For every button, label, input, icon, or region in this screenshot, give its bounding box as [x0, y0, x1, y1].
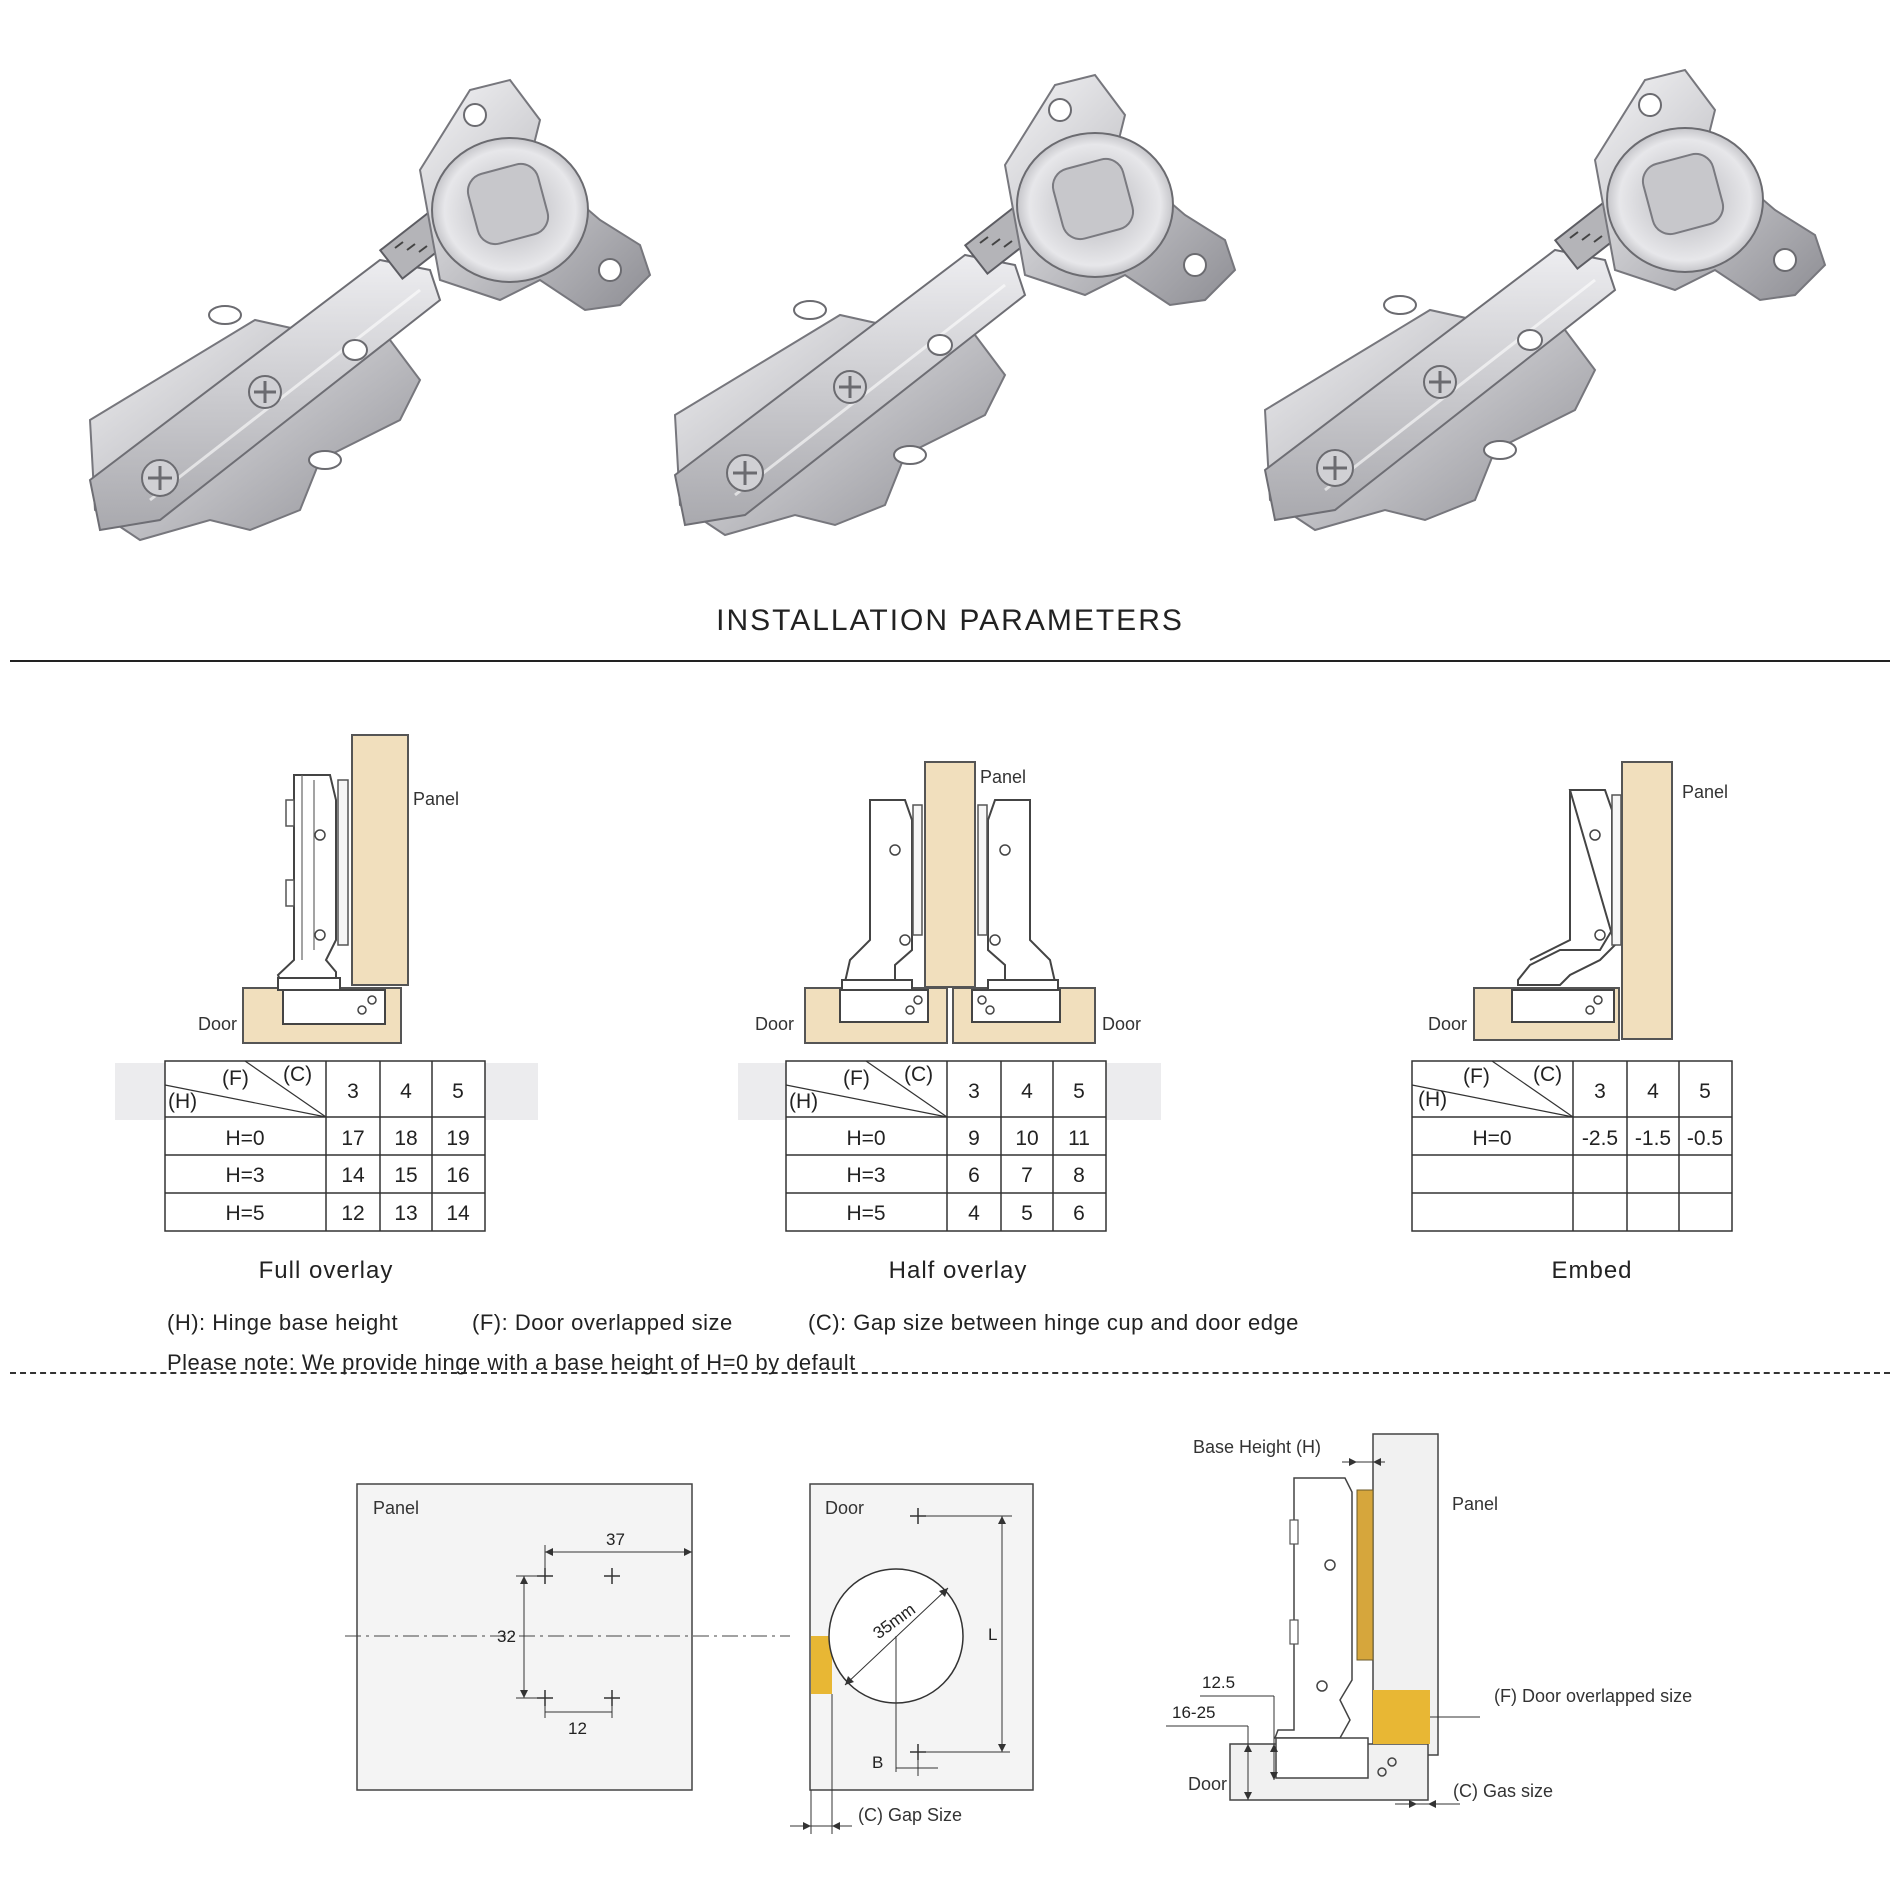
overlap-size-label: (F) Door overlapped size [1494, 1686, 1692, 1706]
panel-label: Panel [1682, 782, 1728, 802]
col-header: 4 [1021, 1080, 1033, 1103]
table-cell: 6 [1073, 1202, 1085, 1225]
panel-label: Panel [980, 767, 1026, 787]
row-label: H=3 [846, 1164, 885, 1187]
table-cell: 11 [1068, 1127, 1090, 1150]
table-cell: -1.5 [1635, 1127, 1671, 1150]
table-cell: -2.5 [1582, 1127, 1618, 1150]
legend-c: (C): Gap size between hinge cup and door… [808, 1310, 1299, 1335]
header-c: (C) [904, 1063, 933, 1086]
table-cell: 4 [968, 1202, 980, 1225]
caption-half-overlay: Half overlay [889, 1257, 1028, 1284]
section-door-label: Door [1188, 1774, 1227, 1794]
table-cell: 8 [1073, 1164, 1085, 1187]
table-cell: 14 [341, 1164, 365, 1187]
table-cell: 18 [394, 1127, 417, 1150]
header-f: (F) [222, 1067, 249, 1090]
caption-full-overlay: Full overlay [259, 1257, 394, 1284]
row-label: H=5 [225, 1202, 264, 1225]
row-label: H=5 [846, 1202, 885, 1225]
dim-L: L [988, 1625, 997, 1644]
row-label: H=0 [225, 1127, 264, 1150]
door-label-right: Door [1102, 1014, 1141, 1034]
header-h: (H) [1418, 1088, 1447, 1111]
table-cell: 17 [341, 1127, 364, 1150]
row-label: H=0 [1472, 1127, 1511, 1150]
panel-label: Panel [413, 789, 459, 809]
door-box-label: Door [825, 1498, 864, 1518]
title-divider [10, 660, 1890, 662]
dim-12-5: 12.5 [1202, 1673, 1235, 1692]
section-view-diagram: Base Height (H) Panel Door 12.5 16-25 (F… [1166, 1433, 1692, 1808]
table-cell: 15 [394, 1164, 417, 1187]
header-c: (C) [1533, 1063, 1562, 1086]
col-header: 5 [452, 1080, 464, 1103]
diagram-half-overlay: Panel Door Door [755, 761, 1141, 1044]
table-cell: 5 [1021, 1202, 1033, 1225]
page-title: INSTALLATION PARAMETERS [716, 604, 1184, 637]
door-label: Door [1428, 1014, 1467, 1034]
header-f: (F) [1463, 1065, 1490, 1088]
table-cell: 9 [968, 1127, 980, 1150]
panel-board [924, 761, 976, 988]
table-embed: (F) (C) (H) 3 4 5 H=0 -2.5 -1.5 -0.5 [1411, 1060, 1733, 1232]
dim-B: B [872, 1753, 883, 1772]
col-header: 3 [347, 1080, 359, 1103]
dim-12: 12 [568, 1719, 587, 1738]
table-cell: 13 [394, 1202, 417, 1225]
col-header: 3 [968, 1080, 980, 1103]
door-drilling-diagram: Door 35mm L B (C) Gap Size [790, 1483, 1034, 1834]
col-header: 4 [1647, 1080, 1659, 1103]
legend-h: (H): Hinge base height [167, 1310, 398, 1335]
dim-16-25: 16-25 [1172, 1703, 1215, 1722]
section-panel-label: Panel [1452, 1494, 1498, 1514]
col-header: 5 [1073, 1080, 1085, 1103]
diagram-full-overlay: Panel Door [198, 734, 459, 1044]
panel-drilling-diagram: Panel 37 32 12 [345, 1483, 790, 1791]
hinge-photo-embed [1263, 68, 1827, 532]
table-cell: 7 [1021, 1164, 1033, 1187]
table-cell: 19 [446, 1127, 469, 1150]
row-label: H=0 [846, 1127, 885, 1150]
header-c: (C) [283, 1063, 312, 1086]
panel-board [351, 734, 409, 986]
dim-32: 32 [497, 1627, 516, 1646]
default-note: Please note: We provide hinge with a bas… [167, 1350, 856, 1375]
col-header: 4 [400, 1080, 412, 1103]
col-header: 5 [1699, 1080, 1711, 1103]
table-cell: 12 [341, 1202, 364, 1225]
panel-box-label: Panel [373, 1498, 419, 1518]
door-label: Door [198, 1014, 237, 1034]
overlap-marker [1373, 1690, 1430, 1744]
panel-board [1621, 761, 1673, 1040]
table-cell: 10 [1015, 1127, 1038, 1150]
gas-size-label: (C) Gas size [1453, 1781, 1553, 1801]
section-divider [10, 1372, 1890, 1374]
diagram-embed: Panel Door [1428, 761, 1728, 1041]
header-h: (H) [168, 1090, 197, 1113]
table-half-overlay: (F) (C) (H) 3 4 5 H=0 9 10 11 H=3 6 7 8 … [738, 1060, 1161, 1232]
hinge-photo-full-overlay [88, 78, 652, 542]
caption-embed: Embed [1551, 1257, 1632, 1284]
table-cell: 16 [446, 1164, 469, 1187]
legend-f: (F): Door overlapped size [472, 1310, 733, 1335]
header-h: (H) [789, 1090, 818, 1113]
table-cell: 6 [968, 1164, 980, 1187]
col-header: 3 [1594, 1080, 1606, 1103]
base-height-label: Base Height (H) [1193, 1437, 1321, 1457]
gap-size-label: (C) Gap Size [858, 1805, 962, 1825]
hinge-photo-half-overlay [673, 73, 1237, 537]
row-label: H=3 [225, 1164, 264, 1187]
dim-37: 37 [606, 1530, 625, 1549]
door-label-left: Door [755, 1014, 794, 1034]
door-overlap-marker [811, 1636, 832, 1694]
table-cell: -0.5 [1687, 1127, 1723, 1150]
header-f: (F) [843, 1067, 870, 1090]
table-cell: 14 [446, 1202, 470, 1225]
table-full-overlay: (F) (C) (H) 3 4 5 H=0 17 18 19 H=3 14 15… [115, 1060, 538, 1232]
